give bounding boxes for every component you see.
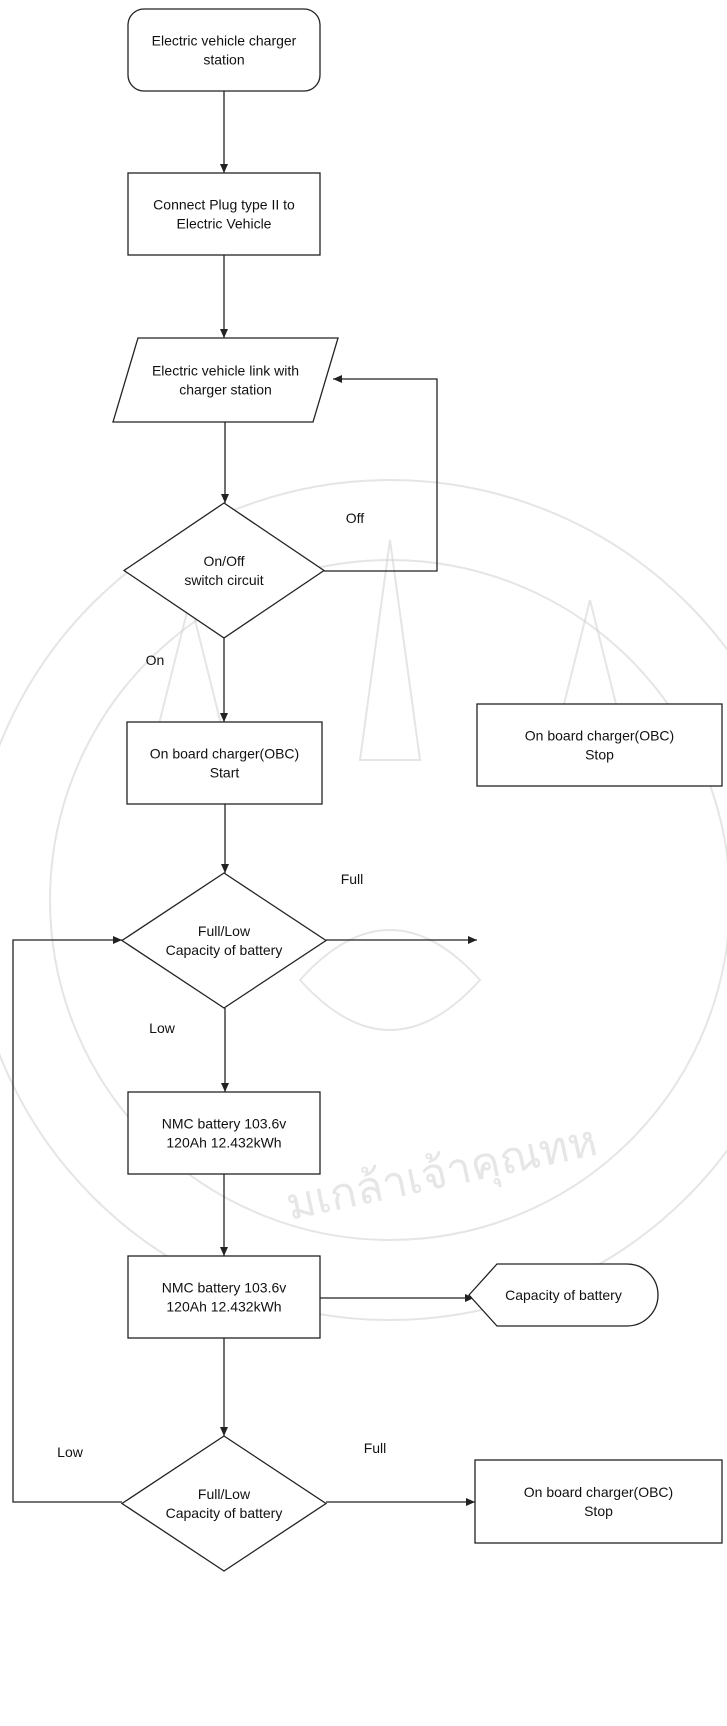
node-label: NMC battery 103.6v xyxy=(162,1116,287,1132)
node-label: Electric Vehicle xyxy=(177,216,272,232)
node-shape xyxy=(127,1255,321,1339)
node-label: charger station xyxy=(179,382,272,398)
node-label: switch circuit xyxy=(184,572,263,588)
node-label: On/Off xyxy=(204,553,245,569)
node-obc-stop2: On board charger(OBC) Stop xyxy=(474,1459,723,1544)
node-start: Electric vehicle charger station xyxy=(127,8,321,92)
node-display: Capacity of battery xyxy=(468,1263,659,1327)
node-battery2: NMC battery 103.6v 120Ah 12.432kWh xyxy=(127,1255,321,1339)
node-shape xyxy=(127,8,321,92)
node-battery1: NMC battery 103.6v 120Ah 12.432kWh xyxy=(127,1091,321,1175)
node-label: Capacity of battery xyxy=(166,942,283,958)
node-shape xyxy=(127,1091,321,1175)
node-label: On board charger(OBC) xyxy=(150,746,299,762)
edge-cap2-to-cap1 xyxy=(12,936,122,1503)
node-label: station xyxy=(203,52,244,68)
edge-label: Low xyxy=(57,1444,84,1460)
node-shape xyxy=(476,703,723,787)
node-label: 120Ah 12.432kWh xyxy=(166,1135,281,1151)
node-label: Electric vehicle link with xyxy=(152,363,299,379)
watermark-text: มเกล้าเจ้าคุณทห xyxy=(282,1116,602,1232)
node-shape xyxy=(120,1435,328,1572)
node-shape xyxy=(127,172,321,256)
node-label: Connect Plug type II to xyxy=(153,197,295,213)
node-label: Electric vehicle charger xyxy=(152,33,297,49)
watermark-seal: มเกล้าเจ้าคุณทห xyxy=(0,479,727,1321)
node-switch: On/Off switch circuit xyxy=(122,502,326,639)
node-connect: Connect Plug type II to Electric Vehicle xyxy=(127,172,321,256)
node-label: NMC battery 103.6v xyxy=(162,1280,287,1296)
edge-label: Full xyxy=(341,871,364,887)
node-label: Stop xyxy=(584,1503,613,1519)
edges-layer xyxy=(12,91,477,1506)
node-shape xyxy=(112,337,339,423)
edge-label: On xyxy=(146,652,165,668)
node-obc-stop1: On board charger(OBC) Stop xyxy=(476,703,723,787)
node-shape xyxy=(468,1263,659,1327)
edge-label: Low xyxy=(149,1020,176,1036)
node-label: 120Ah 12.432kWh xyxy=(166,1299,281,1315)
node-shape xyxy=(126,721,323,805)
node-label: Capacity of battery xyxy=(166,1505,283,1521)
edge-switch-to-link xyxy=(324,375,438,572)
node-label: Start xyxy=(210,765,240,781)
edge-label: Off xyxy=(346,510,365,526)
node-label: On board charger(OBC) xyxy=(524,1484,673,1500)
node-link: Electric vehicle link with charger statio… xyxy=(112,337,339,423)
node-shape xyxy=(120,872,328,1009)
edge-label: Full xyxy=(364,1440,387,1456)
node-obc-start: On board charger(OBC) Start xyxy=(126,721,323,805)
node-label: On board charger(OBC) xyxy=(525,728,674,744)
node-shape xyxy=(474,1459,723,1544)
node-shape xyxy=(122,502,326,639)
node-label: Capacity of battery xyxy=(505,1287,622,1303)
node-label: Full/Low xyxy=(198,923,251,939)
node-label: Full/Low xyxy=(198,1486,251,1502)
node-label: Stop xyxy=(585,747,614,763)
